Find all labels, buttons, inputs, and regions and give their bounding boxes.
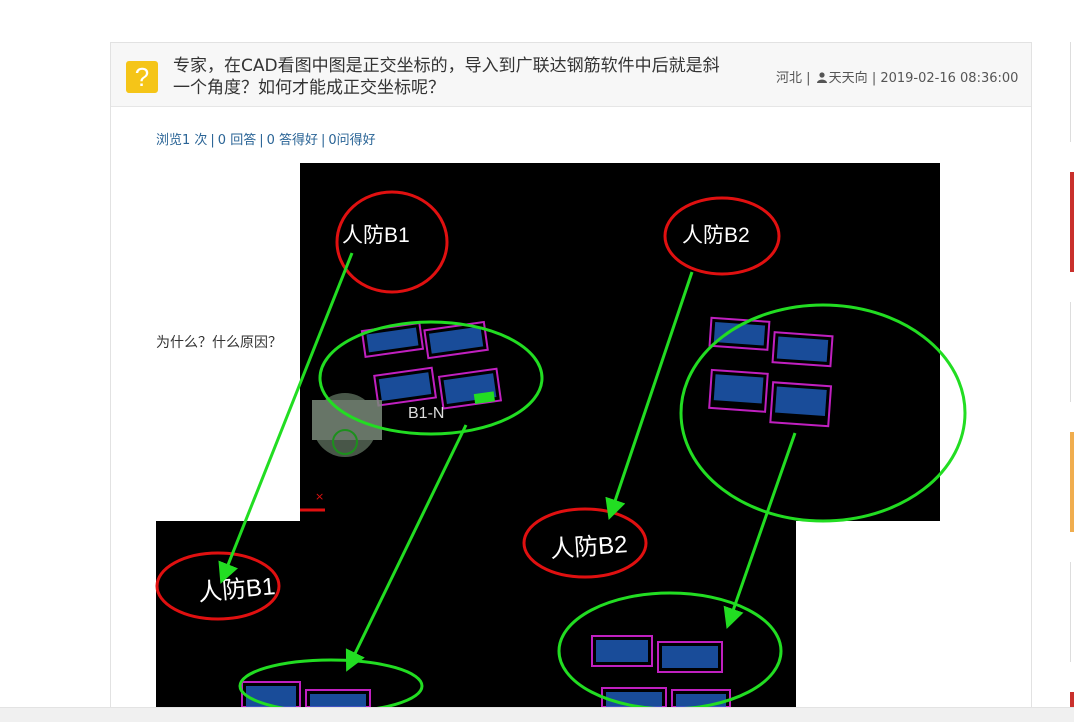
question-meta: 河北 | 天天向 | 2019-02-16 08:36:00 — [776, 67, 1018, 86]
rail-segment-red — [1070, 172, 1074, 272]
bottom-scroll-bar[interactable] — [0, 707, 1074, 722]
stats-separator: | — [210, 133, 215, 148]
question-header: ? 专家，在CAD看图中图是正交坐标的，导入到广联达钢筋软件中后就是斜一个角度？… — [111, 43, 1031, 107]
views-count[interactable]: 浏览1 次 — [156, 133, 208, 148]
question-card: ? 专家，在CAD看图中图是正交坐标的，导入到广联达钢筋软件中后就是斜一个角度？… — [110, 42, 1032, 722]
rail-segment — [1070, 42, 1074, 142]
question-body-text: 为什么？什么原因？ — [156, 335, 282, 351]
stats-separator: | — [321, 133, 326, 148]
answers-count[interactable]: 0 回答 — [217, 133, 257, 148]
question-datetime: 2019-02-16 08:36:00 — [880, 71, 1018, 86]
question-mark-icon: ? — [126, 61, 158, 93]
meta-separator: | — [806, 71, 815, 86]
rail-segment — [1070, 302, 1074, 402]
rail-segment — [1070, 562, 1074, 662]
stats-separator: | — [259, 133, 264, 148]
question-title: 专家，在CAD看图中图是正交坐标的，导入到广联达钢筋软件中后就是斜一个角度？如何… — [173, 56, 720, 98]
question-stats: 浏览1 次|0 回答|0 答得好|0问得好 — [156, 129, 376, 148]
person-icon — [816, 72, 827, 83]
author-link[interactable]: 天天向 — [828, 71, 868, 86]
region-label[interactable]: 河北 — [776, 71, 803, 86]
meta-separator: | — [871, 71, 881, 86]
rail-segment-orange — [1070, 432, 1074, 532]
helpful-questions-count[interactable]: 0问得好 — [328, 133, 376, 148]
right-sidebar-edge — [1070, 0, 1074, 722]
helpful-answers-count[interactable]: 0 答得好 — [266, 133, 318, 148]
